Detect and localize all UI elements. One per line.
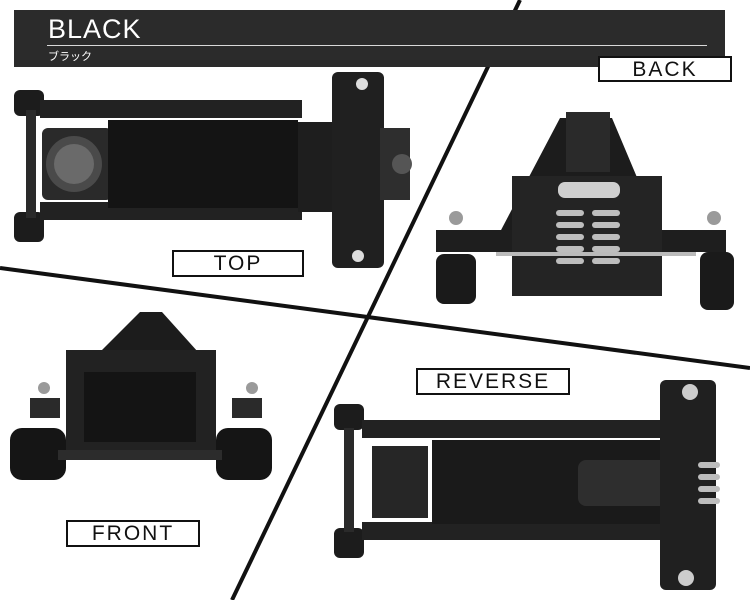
page-title: BLACK bbox=[48, 14, 142, 44]
label-reverse: REVERSE bbox=[416, 368, 570, 395]
jack-reverse-view bbox=[334, 380, 720, 590]
page-subtitle: ブラック bbox=[48, 50, 92, 63]
label-front: FRONT bbox=[66, 520, 200, 547]
label-back: BACK bbox=[598, 56, 732, 82]
divider-horizontal bbox=[0, 266, 750, 370]
jack-back-view bbox=[436, 112, 734, 310]
divider-diagonal bbox=[230, 0, 522, 600]
title-underline bbox=[47, 45, 707, 46]
label-top: TOP bbox=[172, 250, 304, 277]
jack-front-view bbox=[10, 312, 272, 480]
jack-top-view bbox=[14, 72, 412, 268]
